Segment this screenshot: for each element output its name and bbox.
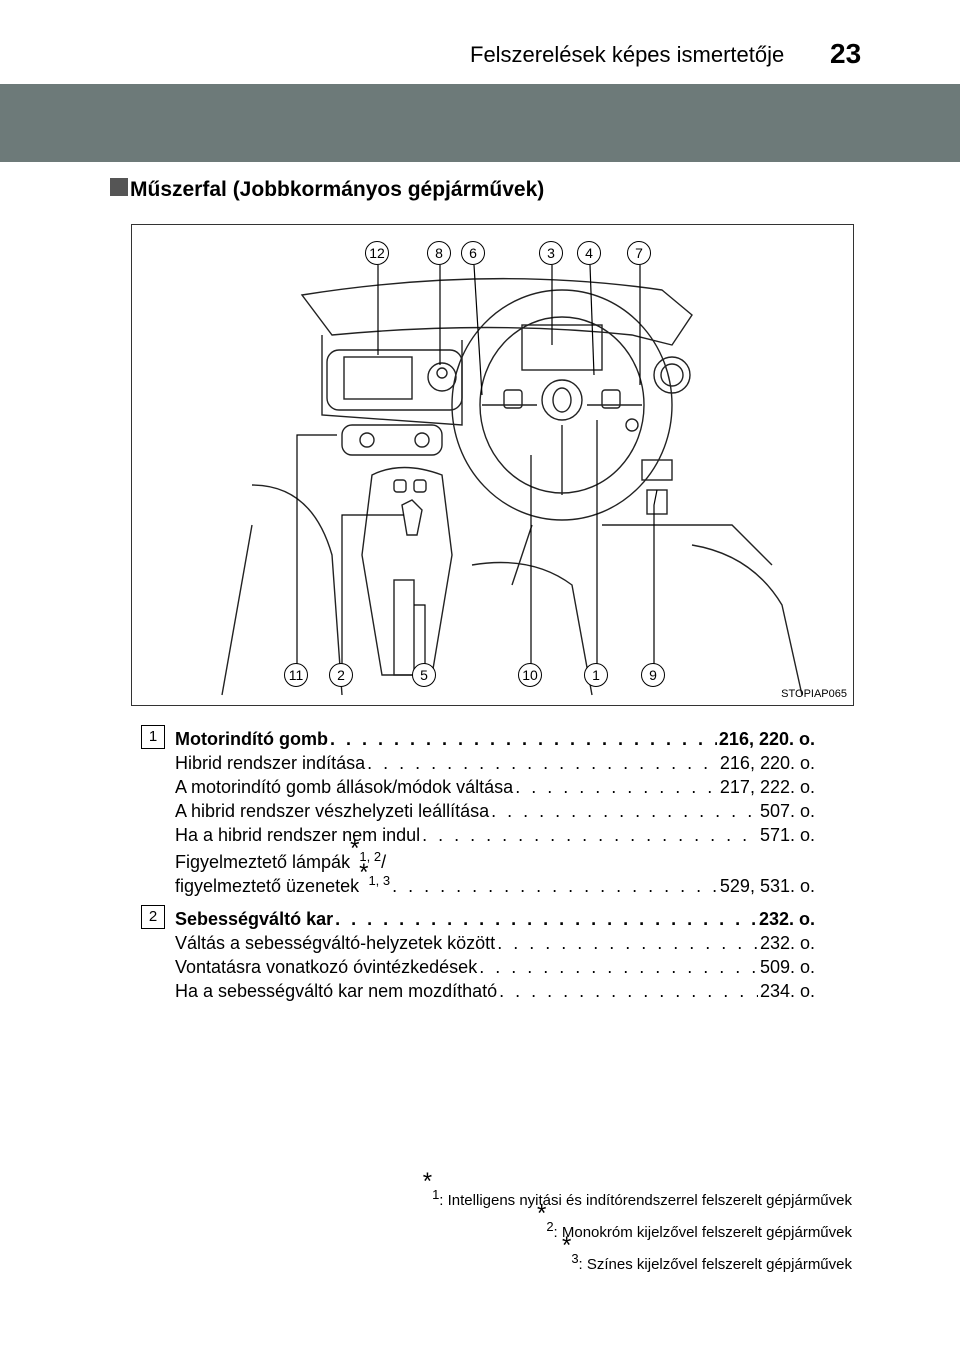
entry-line-text: Vontatásra vonatkozó óvintézkedések bbox=[175, 957, 478, 977]
entry-line-pages: 232. o. bbox=[759, 933, 815, 953]
entry-line-text: A motorindító gomb állások/módok váltása bbox=[175, 777, 514, 797]
callout-3: 3 bbox=[539, 241, 563, 265]
entry-line-pages: 217, 222. o. bbox=[719, 777, 815, 797]
figure-code: STOPIAP065 bbox=[781, 688, 847, 700]
callout-6: 6 bbox=[461, 241, 485, 265]
footnote: *1: Intelligens nyitási és indítórendsze… bbox=[422, 1168, 852, 1210]
entry-line: Ha a hibrid rendszer nem indul 571. o. bbox=[175, 825, 815, 849]
section-title: Műszerfal (Jobbkormányos gépjárművek) bbox=[130, 178, 545, 201]
callout-4: 4 bbox=[577, 241, 601, 265]
entry-line-pages: 507. o. bbox=[759, 801, 815, 821]
entry-line-pages: 234. o. bbox=[759, 981, 815, 1001]
entry-line: A hibrid rendszer vészhelyzeti leállítás… bbox=[175, 801, 815, 825]
entry-line: Hibrid rendszer indítása 216, 220. o. bbox=[175, 753, 815, 777]
entry-line-text: Figyelmeztető lámpák bbox=[175, 852, 351, 872]
page-header-title: Felszerelések képes ismertetője bbox=[470, 42, 785, 67]
footnote-text: : Intelligens nyitási és indítórendszerr… bbox=[439, 1192, 852, 1209]
callout-12: 12 bbox=[365, 241, 389, 265]
footnote-ref: 1, 2 bbox=[359, 849, 382, 864]
entry-line-pages: 529, 531. o. bbox=[719, 876, 815, 896]
footnote-ref: 1, 3 bbox=[368, 873, 391, 888]
entry-line: Vontatásra vonatkozó óvintézkedések 509.… bbox=[175, 957, 815, 981]
callout-7: 7 bbox=[627, 241, 651, 265]
callout-5: 5 bbox=[412, 663, 436, 687]
entry-line-suffix: / bbox=[381, 852, 387, 872]
callout-8: 8 bbox=[427, 241, 451, 265]
callout-11: 11 bbox=[284, 663, 308, 687]
callout-1: 1 bbox=[584, 663, 608, 687]
entry-title-pages: 216, 220. o. bbox=[718, 729, 815, 749]
footnotes: *1: Intelligens nyitási és indítórendsze… bbox=[422, 1168, 852, 1278]
entry-line-warning-messages: figyelmeztető üzenetek*1, 3 529, 531. o. bbox=[175, 861, 815, 897]
entry-line: Váltás a sebességváltó-helyzetek között … bbox=[175, 933, 815, 957]
dashboard-illustration bbox=[221, 264, 803, 696]
callout-10: 10 bbox=[518, 663, 542, 687]
entry-title-row: Motorindító gomb 216, 220. o. bbox=[175, 729, 815, 753]
entry-1: Motorindító gomb 216, 220. o. Hibrid ren… bbox=[175, 729, 815, 897]
entry-2: Sebességváltó kar 232. o. Váltás a sebes… bbox=[175, 909, 815, 1005]
dashboard-figure: 12 8 6 3 4 7 11 2 5 10 1 9 STOPIAP065 bbox=[131, 224, 854, 706]
footnote-text: : Színes kijelzővel felszerelt gépjárműv… bbox=[578, 1256, 852, 1273]
entry-line-warning-lamps: Figyelmeztető lámpák*1, 2/ bbox=[175, 835, 387, 873]
entry-line-pages: 509. o. bbox=[759, 957, 815, 977]
entry-line-text: figyelmeztető üzenetek bbox=[175, 876, 360, 896]
footnote-mark: 3 bbox=[571, 1251, 579, 1266]
page-number: 23 bbox=[830, 38, 862, 69]
entry-line-pages: 216, 220. o. bbox=[719, 753, 815, 773]
footnote-mark: 1 bbox=[432, 1187, 440, 1202]
footnote-text: : Monokróm kijelzővel felszerelt gépjárm… bbox=[553, 1224, 852, 1241]
footnote-mark: 2 bbox=[546, 1219, 554, 1234]
entry-line-text: A hibrid rendszer vészhelyzeti leállítás… bbox=[175, 801, 490, 821]
entry-line: A motorindító gomb állások/módok váltása… bbox=[175, 777, 815, 801]
entry-line-text: Ha a sebességváltó kar nem mozdítható bbox=[175, 981, 498, 1001]
entry-title-pages: 232. o. bbox=[758, 909, 815, 929]
callout-2: 2 bbox=[329, 663, 353, 687]
entry-line-pages: 571. o. bbox=[759, 825, 815, 845]
header-band bbox=[0, 84, 960, 162]
entry-line: Ha a sebességváltó kar nem mozdítható 23… bbox=[175, 981, 815, 1005]
footnote: *2: Monokróm kijelzővel felszerelt gépjá… bbox=[536, 1200, 852, 1242]
callout-9: 9 bbox=[641, 663, 665, 687]
entry-line-text: Hibrid rendszer indítása bbox=[175, 753, 366, 773]
footnote: *3: Színes kijelzővel felszerelt gépjárm… bbox=[561, 1232, 852, 1274]
entry-title: Motorindító gomb bbox=[175, 729, 328, 749]
entry-number-2: 2 bbox=[141, 905, 165, 929]
entry-number-1: 1 bbox=[141, 725, 165, 749]
section-marker bbox=[110, 178, 128, 196]
entry-title: Sebességváltó kar bbox=[175, 909, 334, 929]
entry-line-text: Váltás a sebességváltó-helyzetek között bbox=[175, 933, 496, 953]
entry-line-text: Ha a hibrid rendszer nem indul bbox=[175, 825, 421, 845]
entry-title-row: Sebességváltó kar 232. o. bbox=[175, 909, 815, 933]
